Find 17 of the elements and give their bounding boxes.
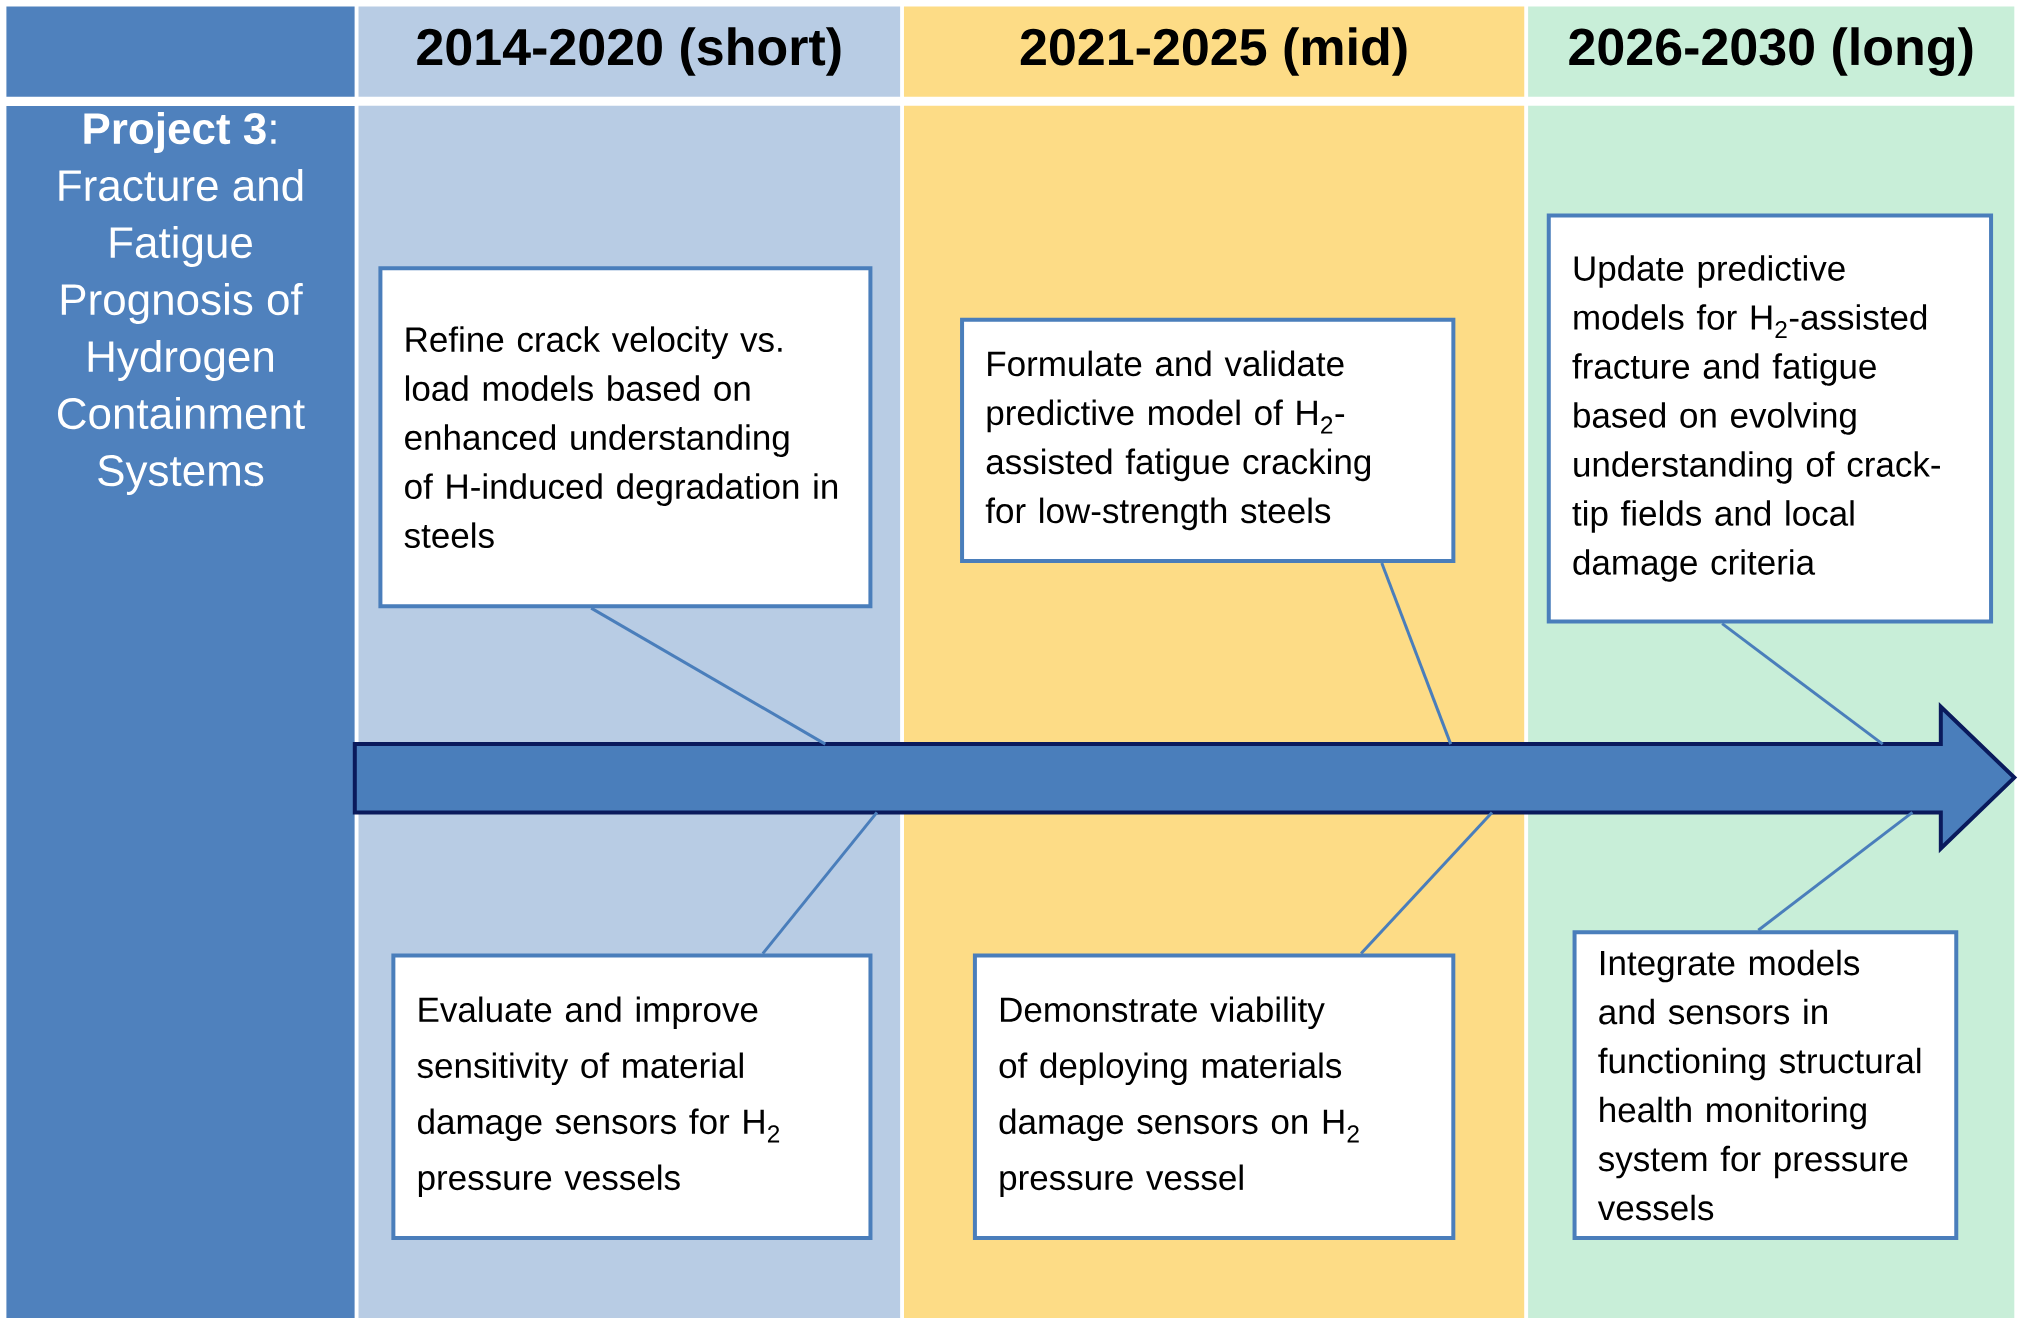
leader-line xyxy=(1360,811,1494,955)
column-header: 2026-2030 (long) xyxy=(1528,6,2015,97)
leader-line xyxy=(590,606,827,746)
leader-line xyxy=(1757,811,1914,932)
column-header: 2014-2020 (short) xyxy=(358,6,901,97)
timeline-arrow xyxy=(352,702,2018,854)
text-box: Update predictive models for H$_{2}$-assisted fracture and fatigue based on evolving understanding of crack-tip fields and local damage criteria xyxy=(1546,213,1994,624)
text-box: Refine crack velocity vs. load models based on enhanced understanding of H-induced degradation in steels xyxy=(378,266,873,609)
project-panel: Project 3: Fracture and Fatigue Prognosis of Hydrogen Containment Systems xyxy=(6,105,355,1319)
leader-line xyxy=(1380,562,1453,745)
leader-line xyxy=(1721,622,1884,746)
text-box: Integrate models and sensors in functioning structural health monitoring system for pressure vessels xyxy=(1572,930,1959,1240)
text-box: Formulate and validate predictive model of H$_{2}$-assisted fatigue cracking for low-strength steels xyxy=(960,317,1456,563)
leader-line xyxy=(761,811,879,955)
column-header: 2021-2025 (mid) xyxy=(903,6,1525,97)
text-box: Evaluate and improve sensitivity of material damage sensors for H$_{2}$ pressure vessels xyxy=(391,953,873,1240)
text-box: Demonstrate viability of deploying materials damage sensors on H$_{2}$ pressure vessel xyxy=(972,953,1456,1240)
